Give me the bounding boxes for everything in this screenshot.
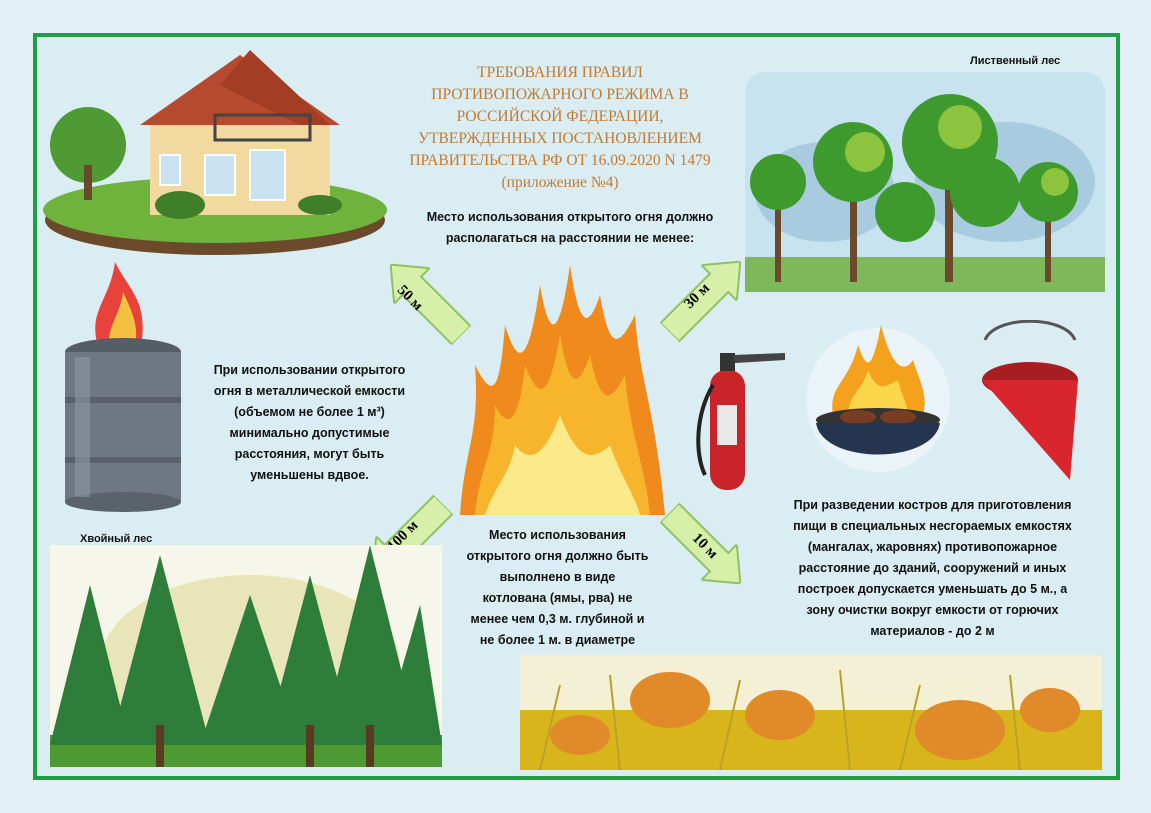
text-line: уменьшены вдвое. xyxy=(250,468,369,482)
arrow-grass xyxy=(652,495,758,601)
burning-barrel-illustration xyxy=(65,262,181,512)
text-line: котлована (ямы, рва) не xyxy=(482,591,633,605)
fire-extinguisher-illustration xyxy=(696,353,785,490)
title-line: ТРЕБОВАНИЯ ПРАВИЛ xyxy=(477,64,643,81)
title-line: (приложение №4) xyxy=(501,174,619,191)
text-line: построек допускается уменьшать до 5 м., … xyxy=(797,582,1068,596)
deciduous-forest-illustration xyxy=(745,72,1105,292)
text-line: зону очистки вокруг емкости от горючих xyxy=(806,603,1059,617)
poster-title: ТРЕБОВАНИЯ ПРАВИЛ ПРОТИВОПОЖАРНОГО РЕЖИМ… xyxy=(390,62,730,194)
grill-illustration xyxy=(806,325,950,472)
text-line: не более 1 м. в диаметре xyxy=(479,633,636,647)
title-line: ПРОТИВОПОЖАРНОГО РЕЖИМА В xyxy=(431,86,689,103)
text-line: минимально допустимые xyxy=(229,426,390,440)
title-line: УТВЕРЖДЕННЫХ ПОСТАНОВЛЕНИЕМ xyxy=(418,130,702,147)
text-line: пищи в специальных несгораемых емкостях xyxy=(793,519,1072,533)
grill-requirements-text: При разведении костров для приготовления… xyxy=(765,495,1100,642)
arrow-house xyxy=(373,247,479,353)
text-line: При использовании открытого xyxy=(213,363,406,377)
text-line: расстояние до зданий, сооружений и иных xyxy=(798,561,1067,575)
title-line: РОССИЙСКОЙ ФЕДЕРАЦИИ, xyxy=(456,108,664,125)
text-line: выполнено в виде xyxy=(499,570,616,584)
coniferous-forest-label: Хвойный лес xyxy=(80,533,153,545)
title-line: ПРАВИТЕЛЬСТВА РФ ОТ 16.09.2020 N 1479 xyxy=(409,152,711,169)
deciduous-forest-label: Лиственный лес xyxy=(970,55,1061,67)
text-line: При разведении костров для приготовления xyxy=(793,498,1072,512)
text-line: материалов - до 2 м xyxy=(870,624,995,638)
text-line: Место использования xyxy=(489,528,626,542)
fire-bucket-illustration xyxy=(982,320,1078,480)
text-line: расстояния, могут быть xyxy=(234,447,385,461)
metal-container-text: При использовании открытого огня в метал… xyxy=(192,360,427,486)
text-line: открытого огня должно быть xyxy=(466,549,649,563)
text-line: огня в металлической емкости xyxy=(213,384,406,398)
dry-grass-leaves-illustration xyxy=(520,655,1102,770)
text-line: (мангалах, жаровнях) противопожарное xyxy=(807,540,1058,554)
coniferous-forest-illustration xyxy=(50,545,442,767)
pit-requirements-text: Место использования открытого огня должн… xyxy=(445,525,670,651)
house-illustration xyxy=(43,50,387,255)
subtitle: Место использования открытого огня должн… xyxy=(395,207,745,249)
fire-illustration xyxy=(460,265,665,515)
subtitle-line: Место использования открытого огня должн… xyxy=(426,210,714,224)
text-line: (объемом не более 1 м³) xyxy=(234,405,385,419)
text-line: менее чем 0,3 м. глубиной и xyxy=(470,612,645,626)
arrow-deciduous xyxy=(652,244,758,350)
subtitle-line: располагаться на расстоянии не менее: xyxy=(445,231,695,245)
